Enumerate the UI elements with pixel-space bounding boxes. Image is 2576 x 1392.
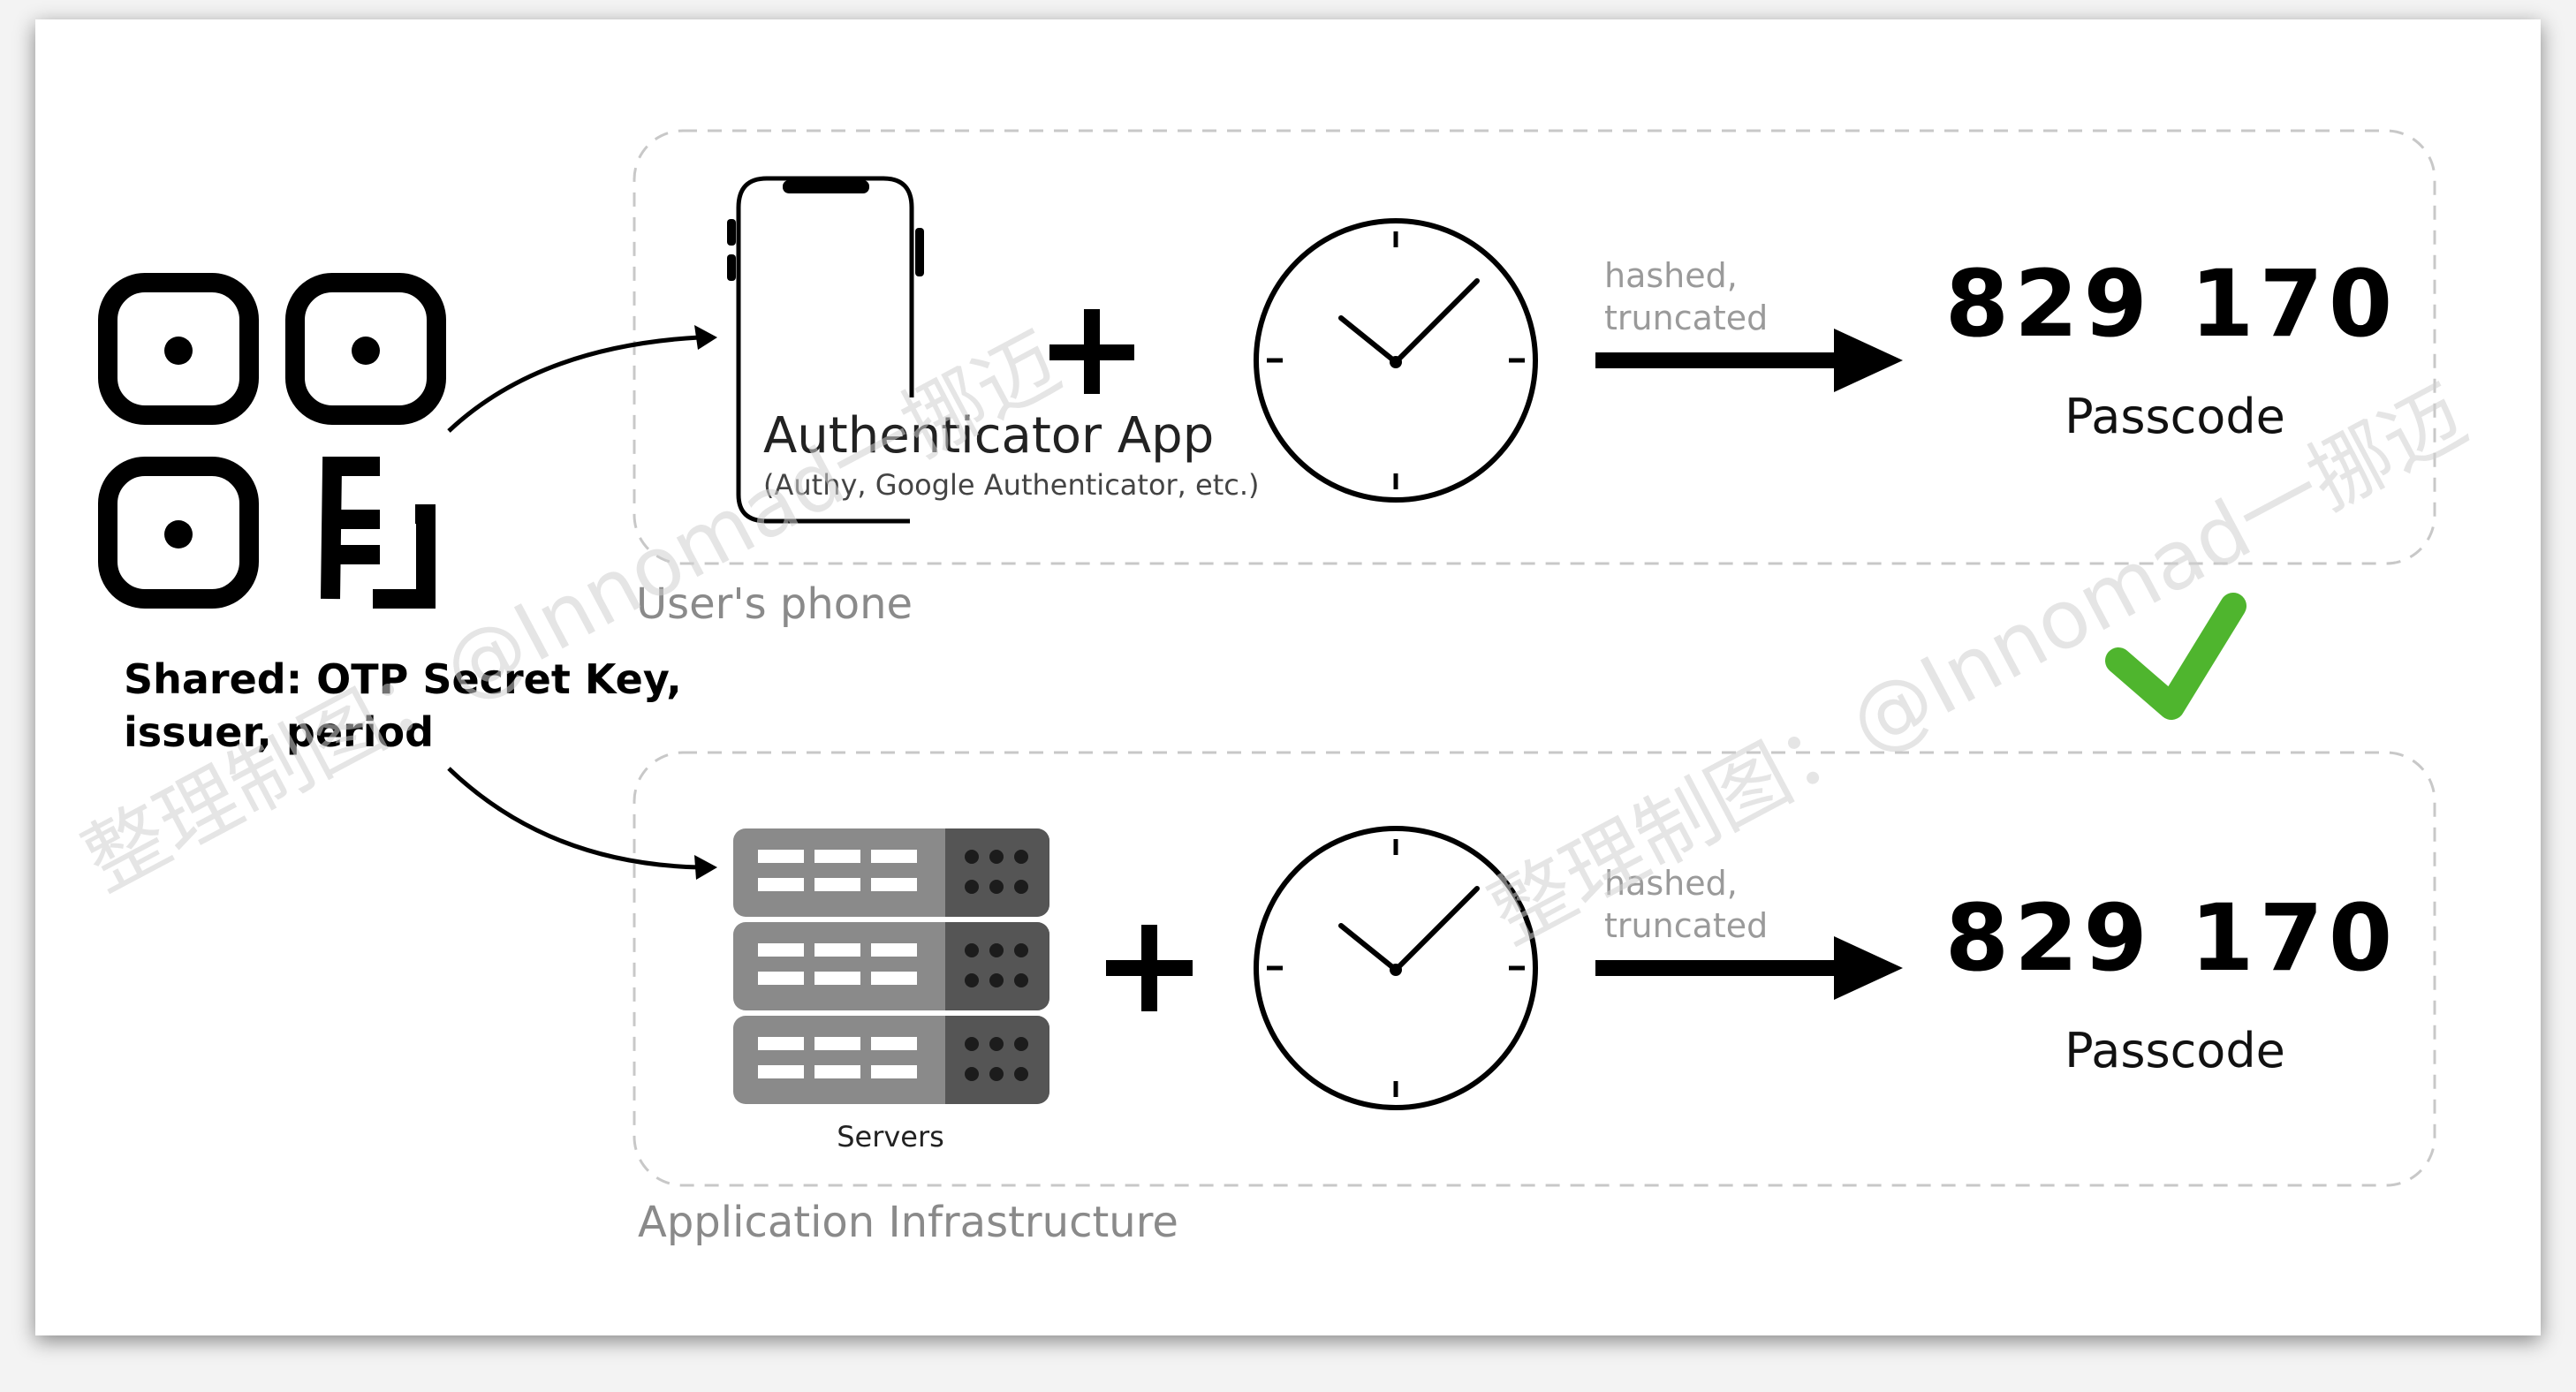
shared-label-line-2: issuer, period xyxy=(124,708,434,756)
hashed-label-bottom: hashed, xyxy=(1604,864,1738,903)
plus-sign-bottom xyxy=(1106,925,1193,1011)
qr-code-icon xyxy=(98,273,446,609)
checkmark-icon xyxy=(2105,593,2246,720)
users-phone-container xyxy=(633,129,2436,565)
watermark-left: 整理制图：@Innomad一挪迈 xyxy=(69,314,1074,909)
passcode-label-bottom: Passcode xyxy=(2065,1023,2285,1078)
app-infrastructure-label: Application Infrastructure xyxy=(638,1198,1178,1247)
passcode-value-bottom: 829 170 xyxy=(1945,884,2398,992)
arrow-to-servers xyxy=(447,767,717,880)
watermark-right: 整理制图：@Innomad一挪迈 xyxy=(1475,367,2481,962)
hash-arrow-bottom xyxy=(1595,936,1903,1000)
server-unit xyxy=(733,1016,1049,1104)
server-stack-icon xyxy=(733,828,1049,1104)
shared-label-line-1: Shared: OTP Secret Key, xyxy=(124,655,682,703)
arrow-to-phone xyxy=(447,325,717,433)
truncated-label-bottom: truncated xyxy=(1604,906,1768,945)
users-phone-label: User's phone xyxy=(636,579,913,629)
server-unit xyxy=(733,922,1049,1010)
hash-arrow-top xyxy=(1595,329,1903,392)
passcode-value-top: 829 170 xyxy=(1945,250,2398,358)
plus-sign-top xyxy=(1049,309,1134,394)
passcode-label-top: Passcode xyxy=(2065,389,2285,444)
authenticator-app-subtitle: (Authy, Google Authenticator, etc.) xyxy=(763,468,1260,502)
app-infrastructure-container xyxy=(633,751,2436,1187)
phone-icon xyxy=(727,176,1203,524)
hashed-label-top: hashed, xyxy=(1604,256,1738,295)
clock-icon xyxy=(1254,826,1538,1110)
truncated-label-top: truncated xyxy=(1604,299,1768,337)
servers-label: Servers xyxy=(837,1120,944,1154)
authenticator-app-title: Authenticator App xyxy=(763,407,1214,465)
server-unit xyxy=(733,828,1049,917)
clock-icon xyxy=(1254,218,1538,503)
